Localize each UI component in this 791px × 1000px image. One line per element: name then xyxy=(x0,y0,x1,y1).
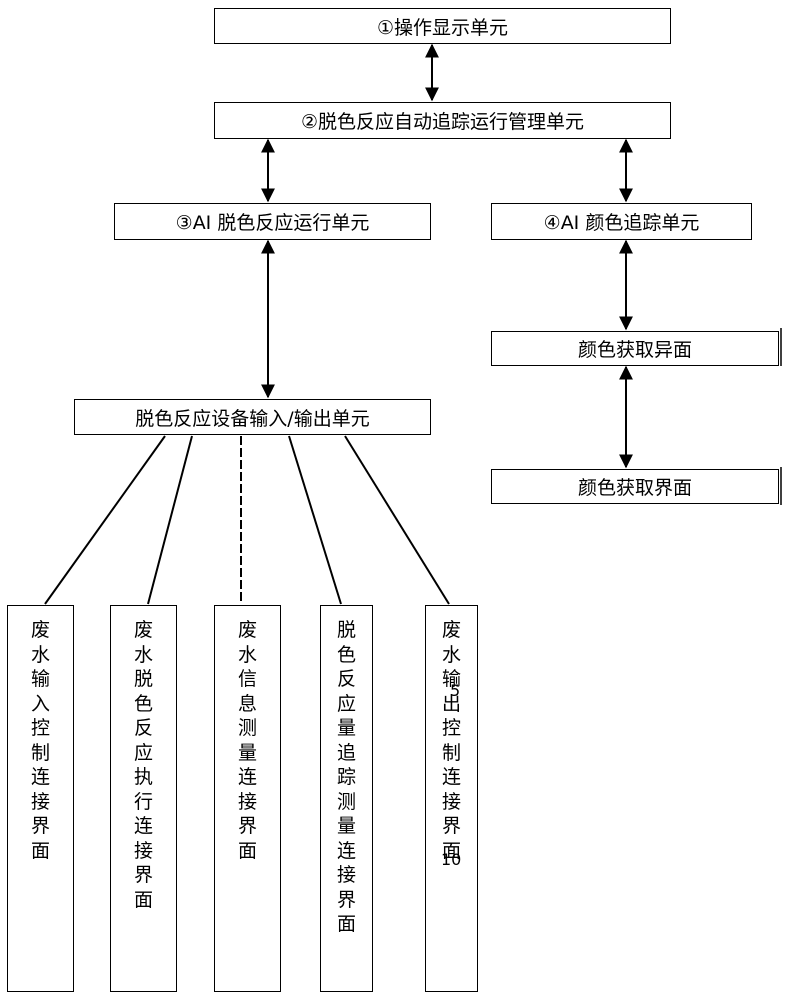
interface-label-char: 接 xyxy=(133,839,153,862)
interface-wastewater-decolor-execution: 废水脱色反应执行连接界面 xyxy=(110,605,177,992)
interface-5-label: 废水输出控制连接界面 xyxy=(426,618,477,863)
interface-wastewater-input-control: 废水输入控制连接界面 xyxy=(7,605,74,992)
line-device-io-to-iface-1 xyxy=(44,435,166,605)
interface-label-char: 执 xyxy=(133,766,153,788)
interface-label-char: 面 xyxy=(336,913,356,935)
interface-label-char: 应 xyxy=(336,692,356,715)
interface-label-char: 接 xyxy=(441,790,461,813)
ai-decolor-reaction-run-unit-label: ③AI 脱色反应运行单元 xyxy=(175,212,370,234)
interface-label-char: 面 xyxy=(30,839,50,862)
interface-label-char: 行 xyxy=(133,790,153,813)
interface-label-char: 接 xyxy=(336,864,356,886)
interface-label-char: 水 xyxy=(133,643,153,666)
interface-label-char: 输 xyxy=(441,668,461,690)
ai-color-tracking-unit: ④AI 颜色追踪单元 xyxy=(491,203,752,240)
interface-label-char: 连 xyxy=(30,766,50,788)
interface-label-char: 测 xyxy=(336,790,356,813)
interface-2-label: 废水脱色反应执行连接界面 xyxy=(111,618,176,912)
interface-label-char: 废 xyxy=(133,619,153,641)
color-acquisition-interface-a-label: 颜色获取异面 xyxy=(577,339,692,361)
interface-label-char: 界 xyxy=(336,888,356,911)
interface-label-char: 连 xyxy=(336,839,356,862)
interface-label-char: 应 xyxy=(133,741,153,764)
interface-label-char: 量 xyxy=(237,741,257,764)
interface-label-char: 追 xyxy=(336,741,356,764)
interface-label-char: 量 xyxy=(336,717,356,739)
interface-wastewater-info-measurement: 废水信息测量连接界面 xyxy=(214,605,281,992)
interface-label-char: 面 xyxy=(237,839,257,862)
interface-label-char: 连 xyxy=(133,815,153,837)
interface-label-char: 界 xyxy=(237,815,257,837)
auto-tracking-management-unit-label: ②脱色反应自动追踪运行管理单元 xyxy=(300,111,585,133)
ai-color-tracking-unit-label: ④AI 颜色追踪单元 xyxy=(543,212,700,234)
interface-label-char: 反 xyxy=(133,717,153,739)
interface-label-char: 测 xyxy=(237,717,257,739)
stray-mark-5: 5 xyxy=(450,681,461,700)
operation-display-unit-label: ①操作显示单元 xyxy=(376,16,509,39)
interface-label-char: 水 xyxy=(237,643,257,666)
interface-label-char: 信 xyxy=(237,668,257,690)
interface-label-char: 控 xyxy=(30,717,50,739)
interface-label-char: 色 xyxy=(336,643,356,666)
device-io-unit: 脱色反应设备输入/输出单元 xyxy=(74,399,431,435)
device-io-unit-label: 脱色反应设备输入/输出单元 xyxy=(135,407,370,430)
line-device-io-to-iface-4 xyxy=(288,435,342,605)
interface-label-char: 面 xyxy=(441,839,461,862)
interface-label-char: 制 xyxy=(441,741,461,764)
interface-wastewater-output-control: 废水输出控制连接界面 xyxy=(425,605,478,992)
interface-label-char: 输 xyxy=(30,668,50,690)
interface-label-char: 接 xyxy=(30,790,50,813)
interface-label-char: 接 xyxy=(237,790,257,813)
interface-label-char: 废 xyxy=(441,619,461,641)
interface-label-char: 废 xyxy=(237,619,257,641)
interface-label-char: 制 xyxy=(30,741,50,764)
interface-label-char: 控 xyxy=(441,717,461,739)
operation-display-unit: ①操作显示单元 xyxy=(214,8,671,44)
interface-label-char: 出 xyxy=(441,692,461,715)
interface-1-label: 废水输入控制连接界面 xyxy=(8,618,73,863)
line-device-io-to-iface-2 xyxy=(147,435,193,605)
interface-3-label: 废水信息测量连接界面 xyxy=(215,618,280,863)
interface-label-char: 水 xyxy=(30,643,50,666)
stray-mark-10: 10 xyxy=(441,850,462,869)
interface-label-char: 入 xyxy=(30,692,50,715)
interface-label-char: 色 xyxy=(133,692,153,715)
interface-4-label: 脱色反应量追踪测量连接界面 xyxy=(321,618,372,937)
interface-label-char: 息 xyxy=(237,692,257,715)
line-device-io-to-iface-5 xyxy=(344,435,450,605)
interface-label-char: 界 xyxy=(441,815,461,837)
interface-decolor-amount-tracking-measurement: 脱色反应量追踪测量连接界面 xyxy=(320,605,373,992)
interface-label-char: 量 xyxy=(336,815,356,837)
interface-label-char: 面 xyxy=(133,888,153,911)
color-acquisition-interface-a: 颜色获取异面 xyxy=(491,331,779,366)
interface-label-char: 废 xyxy=(30,619,50,641)
interface-label-char: 踪 xyxy=(336,766,356,788)
interface-label-char: 界 xyxy=(133,864,153,886)
interface-label-char: 脱 xyxy=(336,619,356,641)
auto-tracking-management-unit: ②脱色反应自动追踪运行管理单元 xyxy=(214,102,671,139)
interface-label-char: 反 xyxy=(336,668,356,690)
interface-label-char: 水 xyxy=(441,643,461,666)
interface-label-char: 连 xyxy=(441,766,461,788)
ai-decolor-reaction-run-unit: ③AI 脱色反应运行单元 xyxy=(114,203,431,240)
interface-label-char: 脱 xyxy=(133,668,153,690)
color-acquisition-interface-b: 颜色获取界面 xyxy=(491,469,779,504)
interface-label-char: 连 xyxy=(237,766,257,788)
interface-label-char: 界 xyxy=(30,815,50,837)
color-acquisition-interface-b-label: 颜色获取界面 xyxy=(577,477,692,499)
